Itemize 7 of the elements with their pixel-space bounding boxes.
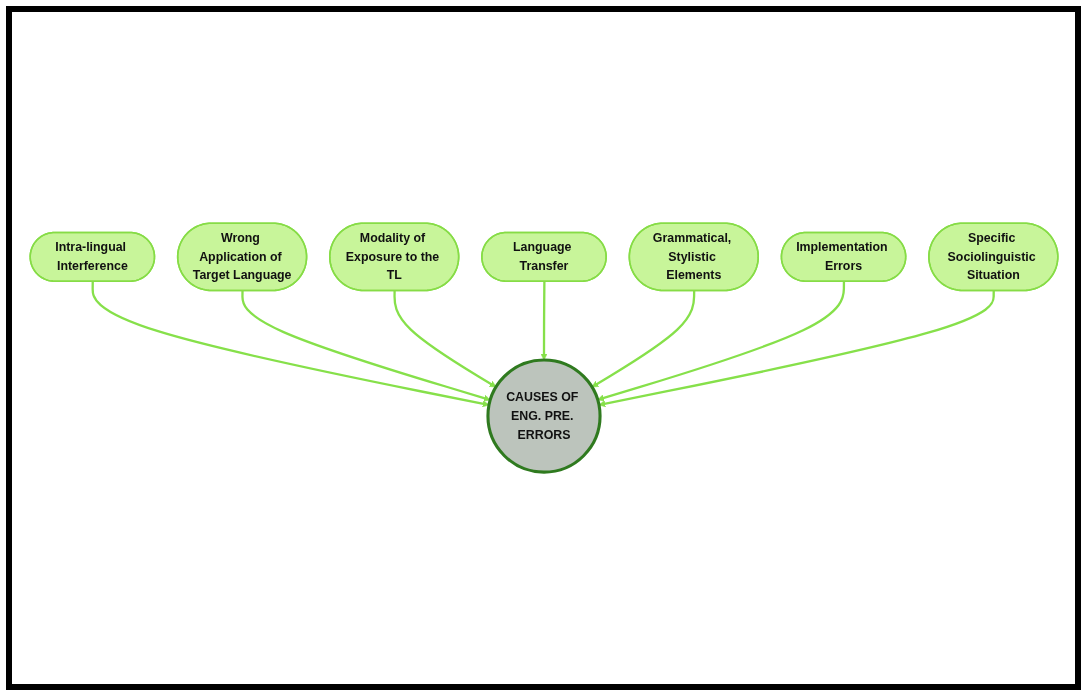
arrow [91, 281, 489, 408]
arrow [591, 291, 695, 388]
arrow [598, 291, 995, 408]
arrow [392, 291, 496, 388]
node-circle: CAUSES OF ENG. PRE. ERRORS [485, 358, 602, 475]
arrow [540, 281, 547, 361]
arrow [240, 291, 491, 402]
